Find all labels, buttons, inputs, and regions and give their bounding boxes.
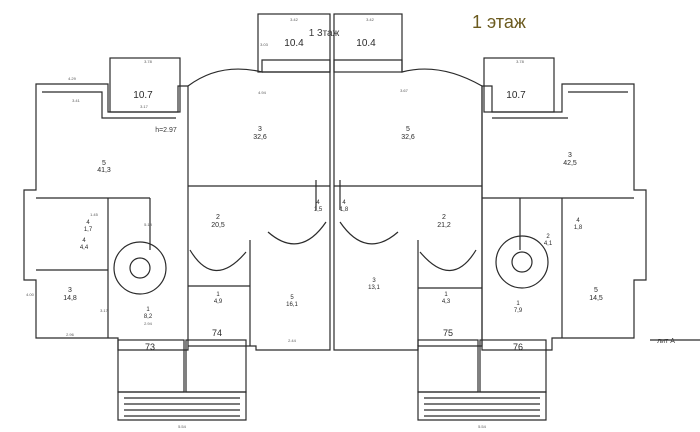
height-note: h=2.97 [155, 127, 177, 134]
dimension: 2.94 [144, 321, 153, 326]
room-number: 4 [86, 220, 90, 226]
stair-center-right [339, 221, 399, 245]
balcony-label-0: 10.7 [133, 90, 153, 101]
room-area: 4,9 [214, 299, 223, 305]
porch-label-75: 75 [443, 328, 453, 338]
room-area: 8,2 [144, 314, 153, 320]
dimension-labels: 3.42 3.42 3.78 3.78 3.03 4.29 3.41 3.17 … [26, 17, 525, 429]
balcony-top-right [333, 13, 403, 73]
room-number: 2 [442, 214, 446, 221]
room-number: 4 [342, 200, 346, 206]
stair-center-left [267, 221, 327, 245]
dimension: 3.42 [366, 17, 375, 22]
room-number: 1 [444, 292, 448, 298]
room-number: 5 [594, 287, 598, 294]
dimension: 2.96 [66, 332, 75, 337]
room-number: 5 [406, 126, 410, 133]
balcony-top-left [257, 13, 331, 73]
stair-left-1 [113, 241, 167, 295]
dimension: 4.00 [26, 292, 35, 297]
porch-74 [185, 339, 247, 393]
room-area: 4,4 [80, 245, 89, 251]
room-area: 21,2 [437, 222, 451, 229]
dimension: 3.17 [140, 104, 149, 109]
center-right-inner-walls [334, 180, 482, 346]
stair-right-1 [495, 235, 549, 289]
room-number: 4 [316, 200, 320, 206]
room-number: 3 [372, 278, 376, 284]
room-labels: 5 41,3 3 14,8 4 1,7 4 4,4 1 8,2 3 32,6 2… [63, 126, 603, 320]
floor-title: 1 этаж [472, 12, 526, 32]
axis-label: лит А [657, 338, 675, 345]
room-number: 5 [102, 160, 106, 167]
room-area: 42,5 [563, 160, 577, 167]
room-area: 32,6 [253, 134, 267, 141]
stair-left-2 [189, 249, 247, 272]
balcony-label-1: 10.4 [284, 38, 304, 49]
dimension: 5.13 [144, 222, 153, 227]
dimension: 5.54 [478, 424, 487, 429]
center-left-inner-walls [188, 71, 330, 346]
dimension: 3.78 [144, 59, 153, 64]
overlay-title: 1 3таж [309, 28, 340, 39]
balcony-label-2: 10.4 [356, 38, 376, 49]
room-area: 1,5 [314, 207, 323, 213]
stair-right-1-core [511, 251, 533, 273]
center-left-outline [187, 59, 331, 351]
steps-right [417, 391, 547, 421]
room-number: 4 [82, 238, 86, 244]
porch-label-73: 73 [145, 342, 155, 352]
right-unit-inner-walls [482, 91, 634, 338]
room-area: 20,5 [211, 222, 225, 229]
balcony-right [483, 57, 555, 113]
balcony-label-3: 10.7 [506, 90, 526, 101]
dimension: 3.17 [100, 308, 109, 313]
room-area: 14,5 [589, 295, 603, 302]
steps-left [117, 391, 247, 421]
room-area: 1,8 [574, 225, 583, 231]
left-unit-inner-walls [36, 91, 176, 338]
room-area: 1,7 [84, 227, 93, 233]
dimension: 3.42 [290, 17, 299, 22]
dimension: 3.67 [400, 88, 409, 93]
room-area: 16,1 [286, 302, 298, 308]
dimension: 5.54 [178, 424, 187, 429]
dimension: 4.94 [258, 90, 267, 95]
room-area: 14,8 [63, 295, 77, 302]
room-number: 4 [576, 218, 580, 224]
room-number: 5 [290, 295, 294, 301]
room-number: 1 [216, 292, 220, 298]
stair-right-2 [419, 249, 477, 272]
room-area: 13,1 [368, 285, 380, 291]
room-number: 2 [546, 234, 550, 240]
center-right-outline [333, 59, 483, 351]
right-unit-outline [481, 83, 647, 351]
room-number: 2 [216, 214, 220, 221]
room-number: 3 [258, 126, 262, 133]
porch-label-76: 76 [513, 342, 523, 352]
room-area: 7,9 [514, 308, 523, 314]
porch-75 [417, 339, 479, 393]
dimension: 2.44 [288, 338, 297, 343]
dimension: 3.78 [516, 59, 525, 64]
room-number: 1 [516, 301, 520, 307]
dimension: 4.29 [68, 76, 77, 81]
dimension: 1.45 [90, 212, 99, 217]
porch-label-74: 74 [212, 328, 222, 338]
room-area: 4,3 [442, 299, 451, 305]
room-number: 1 [146, 307, 150, 313]
balcony-left [109, 57, 181, 113]
dimension: 3.41 [72, 98, 81, 103]
room-area: 41,3 [97, 167, 111, 174]
room-area: 1,8 [340, 207, 349, 213]
dimension: 3.03 [260, 42, 269, 47]
room-area: 32,6 [401, 134, 415, 141]
room-number: 3 [568, 152, 572, 159]
stair-left-1-core [129, 257, 151, 279]
room-number: 3 [68, 287, 72, 294]
room-area: 4,1 [544, 241, 553, 247]
